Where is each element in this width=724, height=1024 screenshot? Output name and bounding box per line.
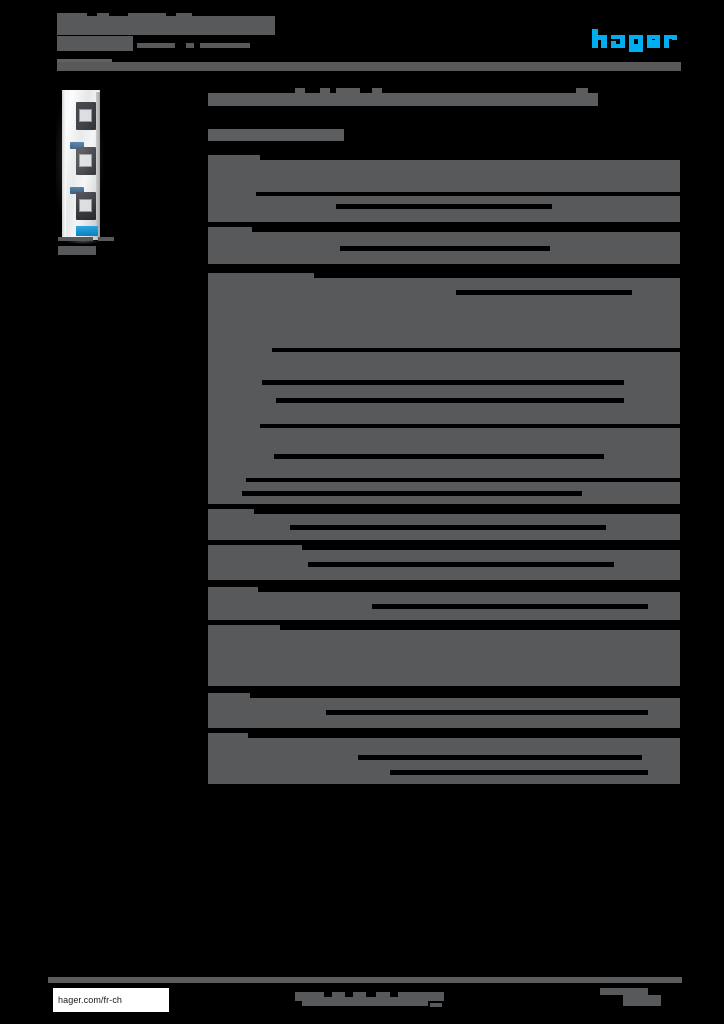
title-redaction-cap-b: [97, 13, 109, 18]
doc-title-cap-1: [295, 88, 305, 93]
toc-section[interactable]: [208, 693, 680, 728]
toc-section[interactable]: [208, 625, 680, 686]
page-title-line2-redacted: [57, 36, 133, 51]
toc-entry-redacted: [208, 428, 680, 478]
page-subtitle-segment-a: [137, 43, 175, 48]
product-terminal-1: [76, 102, 96, 130]
toc-section[interactable]: [208, 423, 680, 478]
toc-section-heading-redacted: [208, 625, 280, 630]
toc-section[interactable]: [208, 155, 680, 192]
toc-leader-gap: [308, 562, 614, 567]
hager-logo: [592, 29, 680, 53]
doc-title-cap-4: [372, 88, 382, 93]
toc-section[interactable]: [208, 733, 680, 784]
toc-section[interactable]: [208, 191, 680, 222]
toc-leader-gap: [456, 290, 632, 295]
product-brand-label: [76, 226, 98, 236]
product-caption-redaction-a: [58, 237, 93, 241]
product-blue-tab-1: [70, 142, 84, 149]
toc-section-heading-redacted: [208, 191, 256, 196]
toc-entry-redacted: [208, 738, 680, 784]
doc-title-cap-3: [336, 88, 360, 93]
footer-right-redaction-a: [600, 988, 648, 995]
product-caption-redaction-b: [98, 237, 114, 241]
toc-section-heading-redacted: [208, 733, 248, 738]
doc-title-cap-2: [320, 88, 330, 93]
product-shadow: [66, 239, 100, 244]
toc-leader-gap: [390, 770, 648, 775]
product-blue-tab-2: [70, 187, 84, 194]
toc-section[interactable]: [208, 587, 680, 620]
footer-center-gap-1: [324, 992, 332, 997]
toc-section[interactable]: [208, 545, 680, 580]
document-title-redacted: [208, 93, 598, 106]
document-subtitle-redacted: [208, 129, 344, 141]
toc-section[interactable]: [208, 347, 680, 424]
toc-section[interactable]: [208, 227, 680, 264]
toc-leader-gap: [326, 710, 648, 715]
footer-page-number-redacted: [623, 995, 661, 1006]
footer-center-gap-4: [390, 992, 398, 997]
toc-entry-redacted: [208, 630, 680, 686]
title-redaction-cap-c: [128, 13, 166, 18]
toc-section-heading-redacted: [208, 477, 246, 482]
toc-leader-gap: [262, 380, 624, 385]
toc-section-heading-redacted: [208, 545, 302, 550]
toc-section-heading-redacted: [208, 273, 314, 278]
toc-leader-gap: [242, 491, 582, 496]
toc-entry-redacted: [208, 278, 680, 348]
footer-url-box[interactable]: hager.com/fr-ch: [53, 988, 169, 1012]
page-subtitle-segment-c: [200, 43, 250, 48]
page-header: [0, 0, 724, 76]
title-redaction-cap-d: [176, 13, 192, 18]
toc-section-heading-redacted: [208, 155, 260, 160]
header-rule-accent: [57, 59, 112, 63]
toc-section-heading-redacted: [208, 693, 250, 698]
doc-title-cap-5: [576, 88, 588, 93]
toc-section-heading-redacted: [208, 347, 272, 352]
toc-leader-gap: [276, 398, 624, 403]
product-edge-left: [62, 90, 66, 240]
toc-entry-redacted: [208, 160, 680, 192]
footer-url-text: hager.com/fr-ch: [58, 995, 123, 1005]
product-caption-redaction-c: [58, 246, 96, 255]
toc-section[interactable]: [208, 273, 680, 348]
footer-center-redaction-c: [430, 1003, 442, 1007]
product-highlight: [56, 94, 106, 240]
toc-section[interactable]: [208, 477, 680, 504]
toc-section-heading-redacted: [208, 423, 260, 428]
header-rule: [57, 62, 681, 71]
footer-center-gap-2: [345, 992, 353, 997]
product-photo-fuse-switch-disconnector: [56, 90, 106, 248]
toc-section-heading-redacted: [208, 227, 252, 232]
toc-section[interactable]: [208, 509, 680, 540]
title-redaction-cap-a: [57, 13, 87, 18]
toc-leader-gap: [274, 454, 604, 459]
toc-section-heading-redacted: [208, 587, 258, 592]
product-terminal-3: [76, 192, 96, 220]
footer-rule: [48, 977, 682, 983]
toc-section-heading-redacted: [208, 509, 254, 514]
footer-center-gap-3: [366, 992, 376, 997]
product-edge-right: [96, 92, 100, 240]
product-terminal-2: [76, 147, 96, 175]
toc-leader-gap: [336, 204, 552, 209]
toc-leader-gap: [290, 525, 606, 530]
toc-leader-gap: [358, 755, 642, 760]
toc-entry-redacted: [208, 196, 680, 222]
toc-leader-gap: [340, 246, 550, 251]
page-subtitle-segment-b: [186, 43, 194, 48]
footer-center-redaction-b: [302, 1001, 428, 1006]
toc-entry-redacted: [208, 352, 680, 424]
page-title-redacted: [57, 16, 275, 35]
toc-leader-gap: [372, 604, 648, 609]
